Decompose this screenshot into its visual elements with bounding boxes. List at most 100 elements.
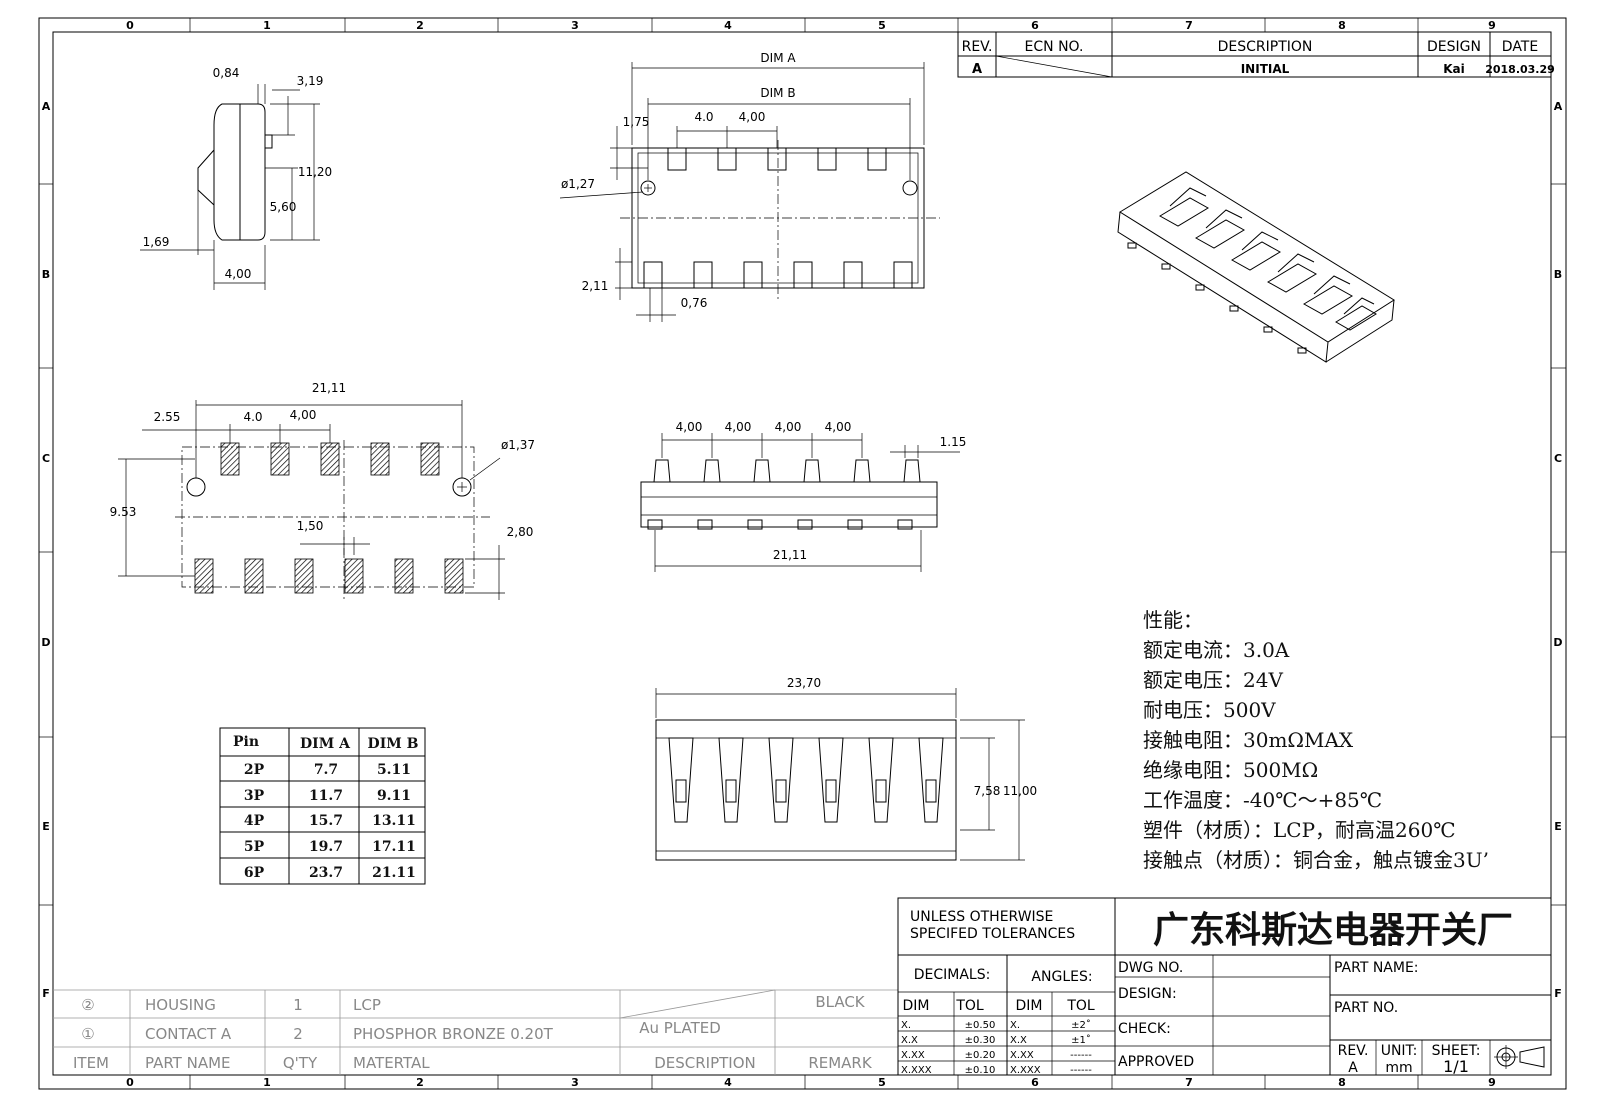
zone-col-2-bottom: 2 <box>416 1076 424 1089</box>
zone-row-b: B <box>42 268 50 281</box>
design-value: Kai <box>1443 62 1465 76</box>
front-pitch-1: 4,00 <box>676 420 703 434</box>
ecn-header: ECN NO. <box>1025 39 1084 55</box>
side-dim-084: 0,84 <box>213 66 240 80</box>
zone-row-a-right: A <box>1554 100 1563 113</box>
front-pitch-2: 4,00 <box>725 420 752 434</box>
specifications: 性能： 额定电流：3.0A 额定电压：24V 耐电压：500V 接触电阻：30m… <box>1143 608 1489 872</box>
fp-height-953: 9.53 <box>110 505 137 519</box>
zone-row-d-right: D <box>1553 636 1562 649</box>
side-dim-1120: 11,20 <box>298 165 332 179</box>
front-view: 4,00 4,00 4,00 4,00 1.15 21,11 <box>640 420 967 572</box>
dim-table-cell: 17.11 <box>372 839 416 855</box>
zone-col-1: 1 <box>263 19 271 32</box>
top-dim-211: 2,11 <box>582 279 609 293</box>
bom-part-name: HOUSING <box>145 996 216 1014</box>
ang-dim-header: DIM <box>1016 998 1043 1014</box>
spec-line: 工作温度：-40℃～+85℃ <box>1143 788 1382 812</box>
bottom-height-758: 7,58 <box>974 784 1001 798</box>
rev-label: REV. <box>1338 1043 1369 1059</box>
dim-table-cell: 9.11 <box>377 788 411 804</box>
dec-row-dim: X.XXX <box>901 1065 932 1076</box>
bom-part-name: CONTACT A <box>145 1025 232 1043</box>
zone-row-a: A <box>42 100 51 113</box>
bom-item: ① <box>81 1025 94 1043</box>
design-label: DESIGN: <box>1118 986 1177 1002</box>
ang-row-dim: X.XX <box>1010 1050 1034 1061</box>
dec-row-dim: X.XX <box>901 1050 925 1061</box>
ang-row-tol: ------ <box>1070 1050 1092 1061</box>
zone-col-0-bottom: 0 <box>126 1076 134 1089</box>
zone-row-d: D <box>41 636 50 649</box>
dec-row-dim: X. <box>901 1020 911 1031</box>
fp-dim-280: 2,80 <box>507 525 534 539</box>
dec-row-tol: ±0.20 <box>965 1050 996 1061</box>
spec-line: 额定电流：3.0A <box>1143 638 1290 662</box>
front-pitch-3: 4,00 <box>775 420 802 434</box>
side-dim-319: 3,19 <box>297 74 324 88</box>
side-dim-560: 5,60 <box>270 200 297 214</box>
company-name: 广东科斯达电器开关厂 <box>1153 909 1513 951</box>
zone-row-b-right: B <box>1554 268 1562 281</box>
fp-dim-255: 2.55 <box>154 410 181 424</box>
dim-table-header-dimb: DIM B <box>368 736 419 752</box>
zone-col-3-bottom: 3 <box>571 1076 579 1089</box>
spec-line: 塑件（材质）：LCP，耐高温260℃ <box>1143 818 1456 842</box>
spec-line: 接触点（材质）：铜合金，触点镀金3U’ <box>1143 848 1489 872</box>
bom-header-description: DESCRIPTION <box>654 1054 756 1072</box>
bom-header-remark: REMARK <box>808 1054 873 1072</box>
angles-label: ANGLES: <box>1031 969 1092 985</box>
front-dim-115: 1.15 <box>940 435 967 449</box>
bom-remark: BLACK <box>815 993 865 1011</box>
front-pitch-4: 4,00 <box>825 420 852 434</box>
dim-table-cell: 4P <box>244 813 265 829</box>
bom-header-name: PART NAME <box>145 1054 231 1072</box>
dim-table-cell: 23.7 <box>309 865 343 881</box>
rev-value: A <box>972 62 982 77</box>
outer-frame <box>38 17 1567 1090</box>
part-no-label: PART NO. <box>1334 1000 1398 1016</box>
bottom-height-1100: 11,00 <box>1003 784 1037 798</box>
zone-col-4-bottom: 4 <box>724 1076 732 1089</box>
dim-table-cell: 5.11 <box>377 762 411 778</box>
tolerance-line-1: UNLESS OTHERWISE <box>910 909 1053 925</box>
title-block: UNLESS OTHERWISE SPECIFED TOLERANCES 广东科… <box>897 897 1552 1076</box>
zone-col-6: 6 <box>1031 19 1039 32</box>
zone-col-3: 3 <box>571 19 579 32</box>
ang-row-dim: X.XXX <box>1010 1065 1041 1076</box>
dim-table-header-pin: Pin <box>233 734 259 750</box>
dim-table-header-dima: DIM A <box>300 736 351 752</box>
zone-row-f-right: F <box>1554 987 1562 1000</box>
zone-col-4: 4 <box>724 19 732 32</box>
spec-line: 耐电压：500V <box>1143 698 1276 722</box>
unit-label: UNIT: <box>1381 1043 1418 1059</box>
zone-col-7-bottom: 7 <box>1185 1076 1193 1089</box>
bom-material: PHOSPHOR BRONZE 0.20T <box>353 1025 554 1043</box>
fp-hole-diameter: ø1,37 <box>501 438 535 452</box>
date-header: DATE <box>1502 39 1538 55</box>
dec-dim-header: DIM <box>903 998 930 1014</box>
sheet-value: 1/1 <box>1443 1057 1469 1076</box>
zone-row-c: C <box>42 452 50 465</box>
top-dim-40: 4.0 <box>694 110 713 124</box>
dim-table-cell: 11.7 <box>309 788 343 804</box>
dec-row-dim: X.X <box>901 1035 918 1046</box>
spec-line: 接触电阻：30mΩMAX <box>1143 728 1354 752</box>
bom-description: Au PLATED <box>639 1019 721 1037</box>
tolerance-line-2: SPECIFED TOLERANCES <box>910 926 1075 942</box>
zone-col-2: 2 <box>416 19 424 32</box>
front-width: 21,11 <box>773 548 807 562</box>
description-header: DESCRIPTION <box>1218 39 1313 55</box>
approved-label: APPROVED <box>1118 1054 1194 1070</box>
bom-header-qty: Q'TY <box>283 1054 318 1072</box>
bom-qty: 1 <box>293 996 303 1014</box>
dim-table-cell: 6P <box>244 865 265 881</box>
ang-row-tol: ±2˚ <box>1071 1019 1091 1031</box>
zone-ticks <box>39 18 1566 1089</box>
dwg-no-label: DWG NO. <box>1118 960 1183 976</box>
side-dim-400: 4,00 <box>225 267 252 281</box>
side-dim-169: 1,69 <box>143 235 170 249</box>
rev-header: REV. <box>962 39 993 55</box>
ang-tol-header: TOL <box>1066 998 1095 1014</box>
